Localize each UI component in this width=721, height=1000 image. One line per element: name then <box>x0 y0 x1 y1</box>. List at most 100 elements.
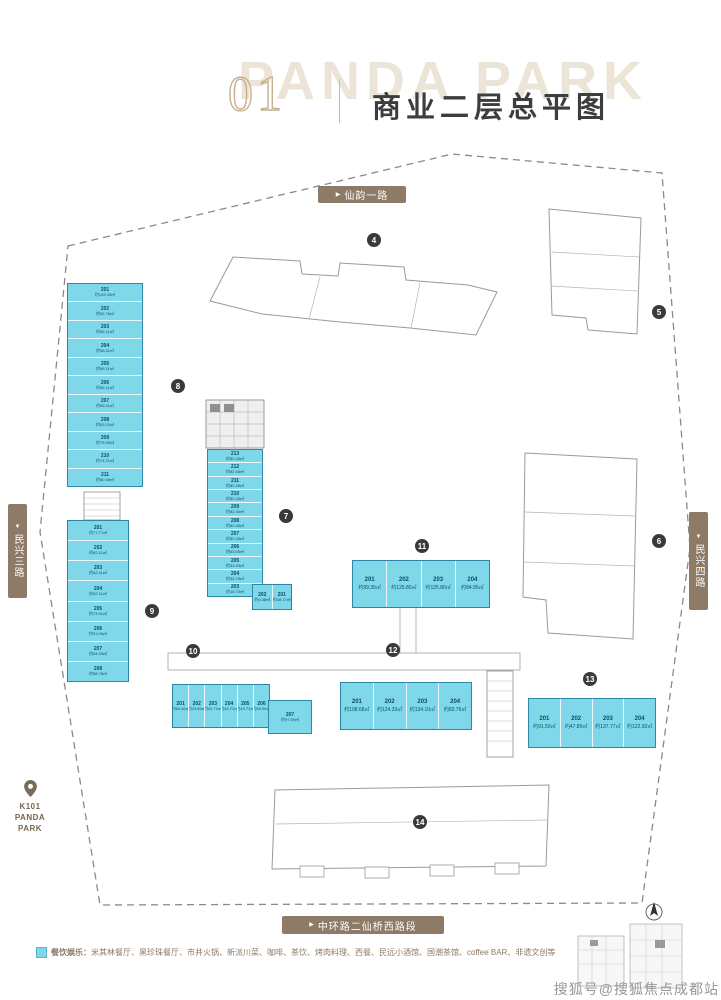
building-marker-11: 11 <box>415 539 429 553</box>
building-marker-12: 12 <box>386 643 400 657</box>
legend-items: 米其林餐厅、黑珍珠餐厅、市井火锅、新派川菜、咖啡、茶饮、烤肉料理、西餐、民远小酒… <box>91 947 556 957</box>
corridor <box>167 652 521 671</box>
building-marker-5: 5 <box>652 305 666 319</box>
arrow-down-icon: ▼ <box>14 524 21 531</box>
road-label-minxing-sanlu: ▼ 民兴三路 <box>8 504 27 598</box>
landmark-k101: K101 PANDA PARK <box>8 780 52 834</box>
page-title: 商业二层总平图 <box>372 92 611 124</box>
arrow-down-icon: ▼ <box>695 534 702 541</box>
building-marker-7: 7 <box>279 509 293 523</box>
bridge-stairs <box>486 670 514 758</box>
arrow-right-icon: ▶ <box>335 191 342 198</box>
panda-park-watermark: PANDA PARK <box>238 51 648 111</box>
location-pin-icon <box>23 780 37 797</box>
section-number: 01 <box>227 64 286 121</box>
landmark-line3: PARK <box>17 823 43 833</box>
road-name: 民兴四路 <box>693 544 704 588</box>
arrow-right-icon: ▶ <box>309 922 315 928</box>
road-name: 民兴三路 <box>12 534 23 578</box>
legend-dining: 餐饮娱乐：米其林餐厅、黑珍珠餐厅、市井火锅、新派川菜、咖啡、茶饮、烤肉料理、西餐… <box>36 947 596 958</box>
building-marker-9: 9 <box>145 604 159 618</box>
road-name: 仙韵一路 <box>344 191 389 202</box>
legend-color-swatch <box>36 947 47 958</box>
building-4-outline <box>209 256 498 336</box>
landmark-line2: PANDA <box>14 812 46 822</box>
stair-block <box>83 491 121 521</box>
sohu-watermark: 搜狐号@搜狐焦点成都站 <box>553 981 719 997</box>
building-6-outline <box>522 452 638 640</box>
core-block <box>205 399 265 449</box>
road-name: 中环路二仙桥西路段 <box>317 921 417 933</box>
building-marker-4: 4 <box>367 233 381 247</box>
building-marker-6: 6 <box>652 534 666 548</box>
building-marker-14: 14 <box>413 815 427 829</box>
site-boundary <box>39 153 691 906</box>
building-14-outline <box>271 784 550 870</box>
building-marker-8: 8 <box>171 379 185 393</box>
header-divider <box>339 79 340 123</box>
building-5-outline <box>548 208 642 335</box>
building-marker-13: 13 <box>583 672 597 686</box>
landmark-line1: K101 <box>19 802 41 811</box>
building-marker-10: 10 <box>186 644 200 658</box>
north-arrow-icon <box>645 902 663 921</box>
road-label-minxing-silu: ▼ 民兴四路 <box>689 512 708 610</box>
road-label-zhonghuanlu: ▶ 中环路二仙桥西路段 <box>282 916 444 934</box>
